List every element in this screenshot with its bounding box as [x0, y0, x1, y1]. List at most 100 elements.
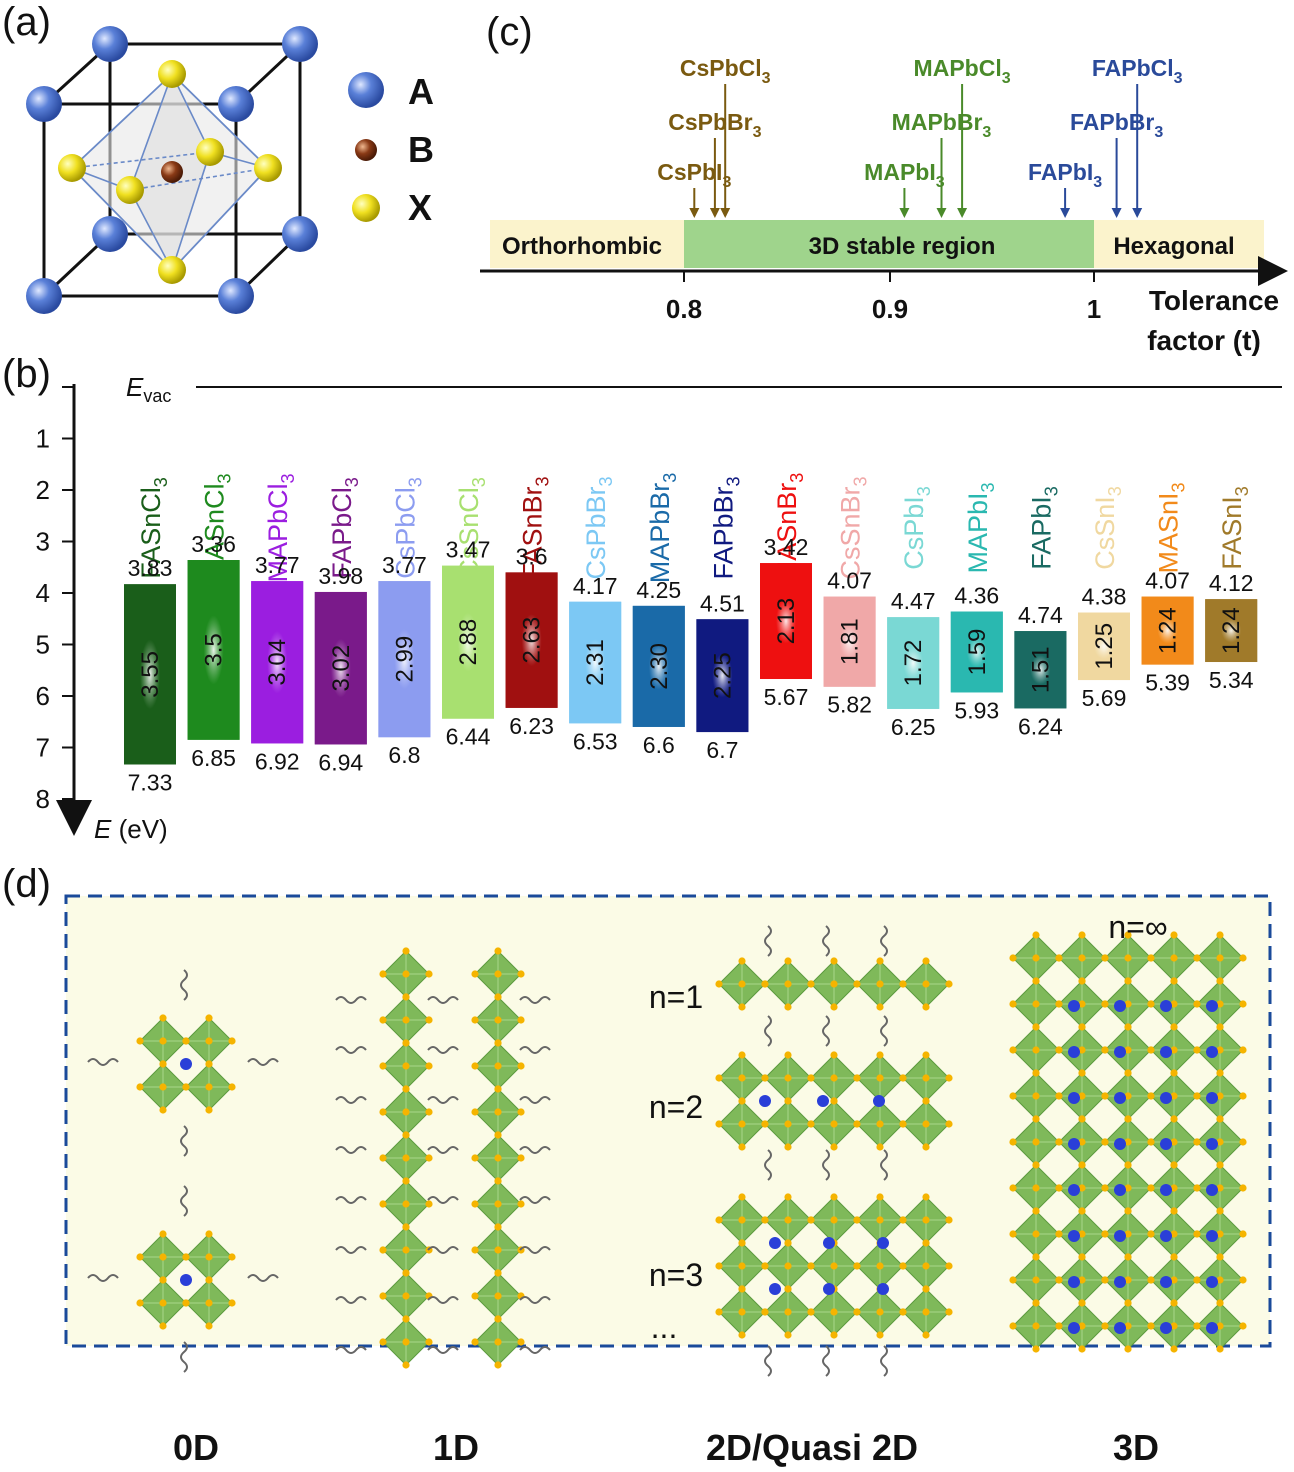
vertex — [830, 1143, 838, 1151]
vertex — [715, 980, 723, 988]
organic-chain — [335, 1146, 367, 1154]
cbm-label: 3.77 — [382, 552, 427, 578]
legend-a: A — [408, 71, 434, 112]
vertex — [738, 1216, 746, 1224]
vertex — [1216, 1230, 1224, 1238]
vertex — [471, 1338, 479, 1346]
vertex — [784, 1331, 792, 1339]
material-name-fasnbr3: FASnBr3 — [518, 476, 553, 579]
vertex — [1239, 954, 1247, 962]
organic-chain — [427, 996, 459, 1004]
vertex — [1147, 1138, 1155, 1146]
vertex — [159, 1299, 167, 1307]
vertex — [1216, 1138, 1224, 1146]
vertex — [1009, 1000, 1017, 1008]
vertex — [1009, 1230, 1017, 1238]
vertex — [1216, 1000, 1224, 1008]
vertex — [471, 1154, 479, 1162]
atom-legend: A B X — [348, 71, 434, 228]
tolerance-factor-diagram: Orthorhombic 3D stable region Hexagonal … — [480, 55, 1288, 356]
vertex — [159, 1322, 167, 1330]
cbm-label: 4.51 — [700, 590, 745, 616]
vertex — [159, 1083, 167, 1091]
vertex — [379, 970, 387, 978]
vertex — [761, 1308, 769, 1316]
vertex — [1078, 1207, 1086, 1215]
organic-chain — [519, 1146, 551, 1154]
vertex — [738, 1331, 746, 1339]
vertex — [1055, 1092, 1063, 1100]
panel-d-frame — [64, 894, 1272, 1348]
bandgap-label: 1.24 — [1155, 607, 1182, 654]
region-label-orthorhombic: Orthorhombic — [502, 233, 662, 260]
vertex — [517, 1154, 525, 1162]
vertex — [425, 1338, 433, 1346]
vertex — [471, 1062, 479, 1070]
vertex — [922, 957, 930, 965]
a-cation — [769, 1237, 781, 1249]
vertex — [205, 1083, 213, 1091]
vbm-label: 6.25 — [891, 714, 936, 740]
vertex — [1101, 1322, 1109, 1330]
b-atom — [161, 161, 183, 183]
vertex — [830, 1097, 838, 1105]
vertex — [205, 1276, 213, 1284]
vertex — [1124, 1000, 1132, 1008]
region-label-3d-stable: 3D stable region — [809, 233, 996, 260]
organic-chain — [519, 1196, 551, 1204]
n3-label: n=3 — [649, 1257, 703, 1293]
vertex — [853, 980, 861, 988]
vertex — [922, 1097, 930, 1105]
vertex — [1124, 1069, 1132, 1077]
tick-0-9: 0.9 — [872, 294, 908, 324]
compound-arrowhead — [957, 208, 968, 218]
a-cation — [1206, 1276, 1218, 1288]
vertex — [1078, 1253, 1086, 1261]
vertex — [876, 1003, 884, 1011]
a-cation — [759, 1095, 771, 1107]
vertex — [738, 1120, 746, 1128]
vertex — [830, 1051, 838, 1059]
vertex — [1032, 1138, 1040, 1146]
region-orthorhombic — [490, 220, 684, 268]
vertex — [494, 1223, 502, 1231]
vertex — [1170, 931, 1178, 939]
vertex — [1009, 1276, 1017, 1284]
vertex — [922, 1074, 930, 1082]
dimensionality-diagram: n=∞ n=1 n=2 n=3 ... 0D 1D 2D/Quasi 2D 3D — [64, 894, 1272, 1468]
vertex — [517, 1016, 525, 1024]
vertex — [1216, 1046, 1224, 1054]
vertex — [1170, 1207, 1178, 1215]
vertex — [1147, 1000, 1155, 1008]
vertex — [784, 1262, 792, 1270]
vertex — [784, 1216, 792, 1224]
vertex — [1078, 1322, 1086, 1330]
vertex — [1055, 1138, 1063, 1146]
vertex — [182, 1299, 190, 1307]
vertex — [1124, 977, 1132, 985]
organic-chain — [519, 1346, 551, 1354]
vertex — [494, 1062, 502, 1070]
vertex — [1124, 1184, 1132, 1192]
vertex — [402, 993, 410, 1001]
vertex — [945, 980, 953, 988]
x-atoms — [58, 60, 282, 284]
vertex — [1216, 954, 1224, 962]
vertex — [1078, 954, 1086, 962]
organic-chain — [335, 1296, 367, 1304]
vertex — [1101, 1092, 1109, 1100]
a-cation — [180, 1058, 192, 1070]
vertex — [1193, 1092, 1201, 1100]
compound-arrowhead — [1060, 208, 1071, 218]
vertex — [830, 980, 838, 988]
a-cation — [1068, 1322, 1080, 1334]
band-bar-glow — [1205, 599, 1258, 663]
vertex — [853, 1262, 861, 1270]
vertex — [1124, 1299, 1132, 1307]
a-cation — [1160, 1322, 1172, 1334]
vertex — [784, 957, 792, 965]
vbm-label: 6.8 — [388, 742, 420, 768]
vertex — [1124, 1138, 1132, 1146]
material-name-masni3: MASnI3 — [1154, 482, 1189, 573]
vacuum-label: Evac — [126, 372, 171, 406]
